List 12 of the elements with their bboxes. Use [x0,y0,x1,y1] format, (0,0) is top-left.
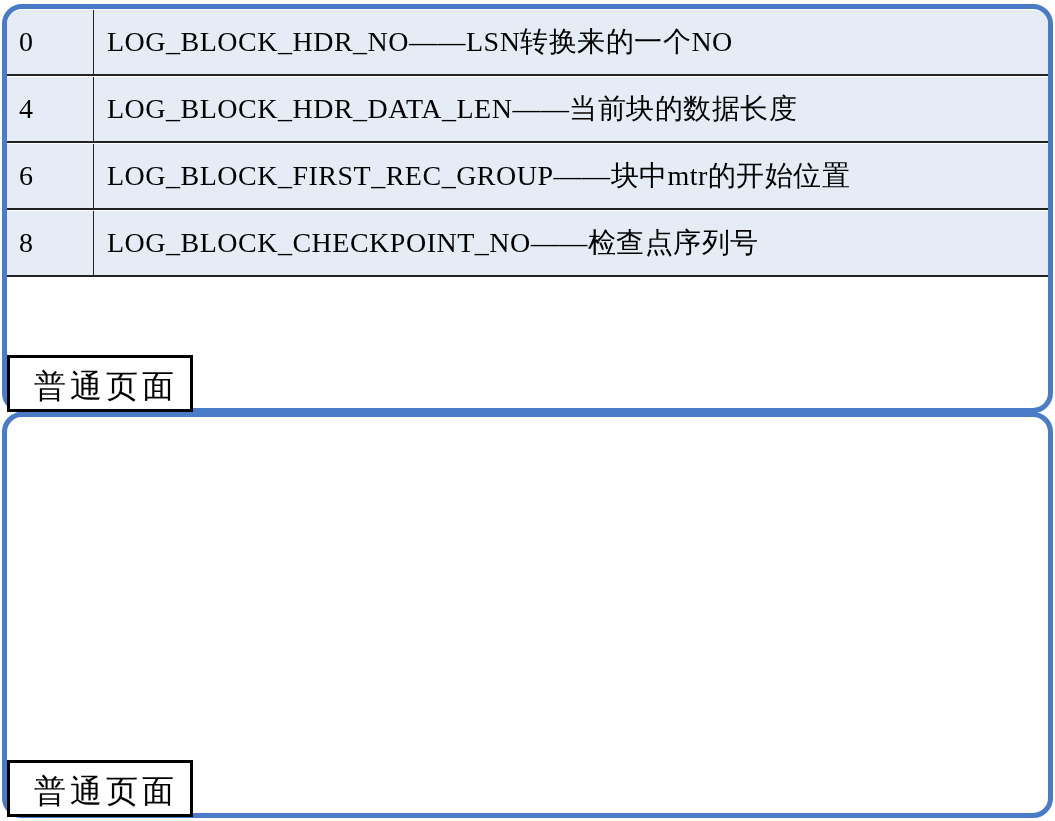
page-panel [2,412,1053,818]
offset-cell: 0 [7,10,94,74]
field-cell-text: LOG_BLOCK_FIRST_REC_GROUP——块中mtr的开始位置 [107,159,851,193]
offset-cell: 6 [7,144,94,208]
field-cell-text: LOG_BLOCK_CHECKPOINT_NO——检查点序列号 [107,226,759,260]
page-label: 普通页面 [7,760,193,817]
offset-cell: 8 [7,211,94,275]
page-label: 普通页面 [7,355,193,412]
page-panel [2,4,1053,413]
field-cell-text: LOG_BLOCK_HDR_DATA_LEN——当前块的数据长度 [107,92,798,126]
offset-cell: 4 [7,77,94,141]
field-cell-text: LOG_BLOCK_HDR_NO——LSN转换来的一个NO [107,25,733,59]
